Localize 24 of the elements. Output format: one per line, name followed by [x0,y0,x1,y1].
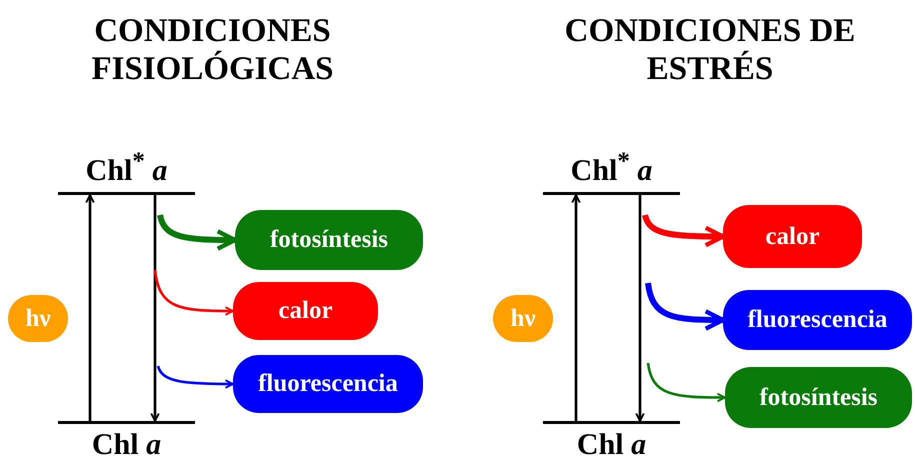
arrow [157,214,238,251]
level-label: Chl a [90,428,162,462]
panel-heading: CONDICIONES FISIOLÓGICAS [90,12,335,88]
rounded-label: fluorescencia [233,355,423,413]
arrow [642,214,726,248]
rounded-label: hν [493,295,553,342]
rounded-label: calor [723,205,862,268]
rounded-label: fotosíntesis [235,210,423,270]
arrow [635,195,645,422]
arrow [85,194,95,421]
rounded-label: calor [233,282,378,340]
arrow [156,366,234,389]
rounded-label: fluorescencia [723,290,912,350]
arrow [646,362,726,402]
arrow [645,282,726,331]
arrow [154,270,234,316]
level-label: Chl a [576,428,648,462]
rounded-label: hν [8,295,68,342]
panel-heading: CONDICIONES DE ESTRÉS [564,12,856,88]
rounded-label: fotosíntesis [725,367,912,428]
arrow [150,195,160,422]
arrow [571,194,581,421]
level-label: Chl$^{*}$ a [570,147,654,188]
level-label: Chl$^{*}$ a [84,147,168,188]
